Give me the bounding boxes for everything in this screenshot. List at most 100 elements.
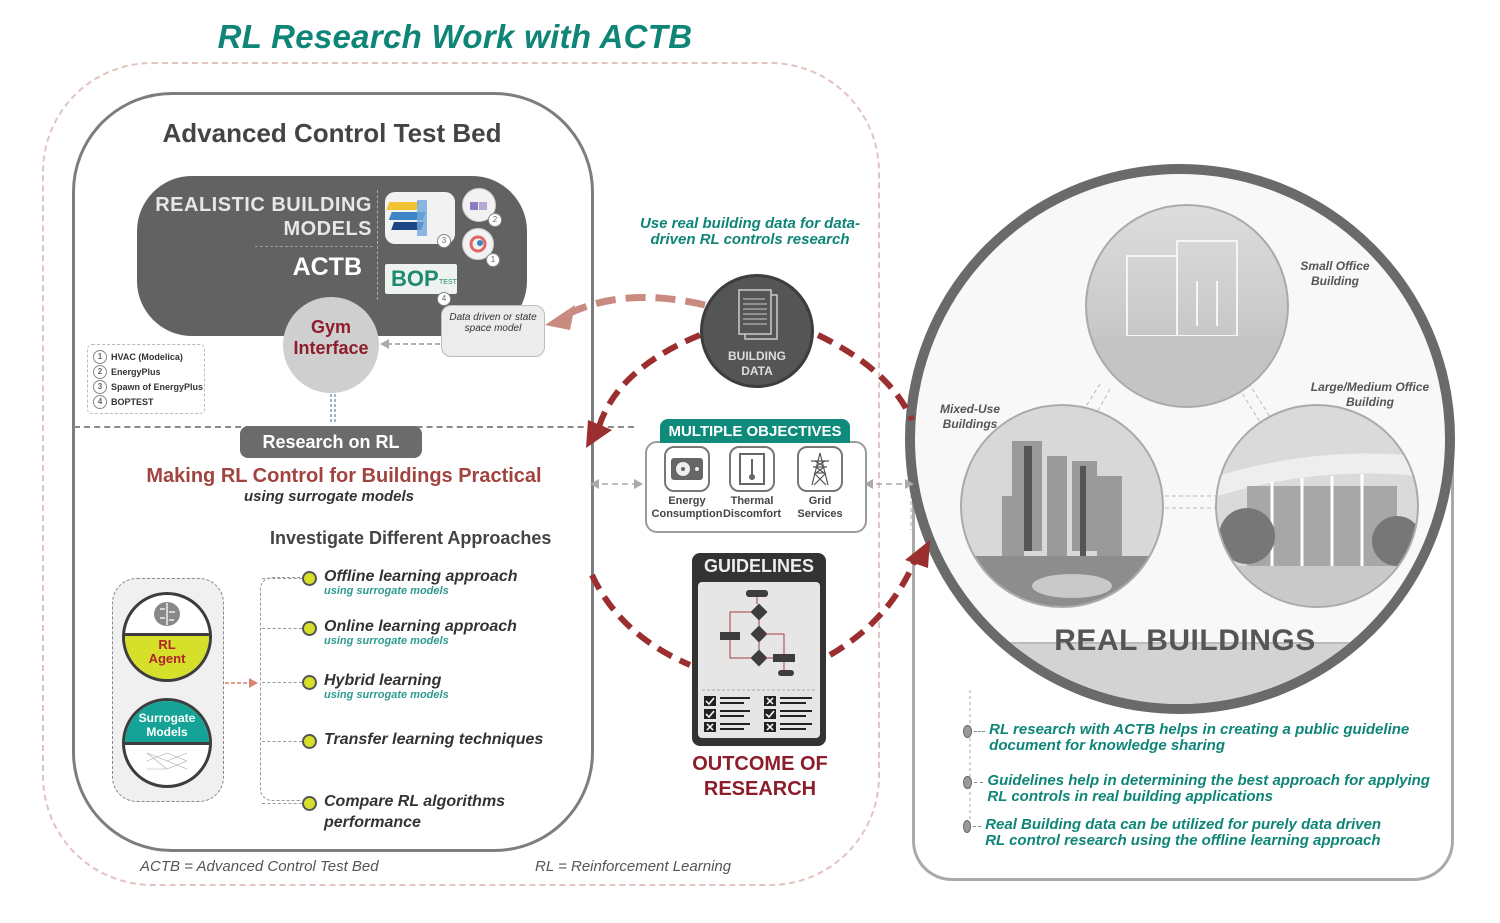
rl-agent-label-line2: Agent	[148, 651, 186, 666]
research-on-rl-badge: Research on RL	[240, 426, 422, 458]
surrogate-label-line2: Models	[146, 725, 188, 739]
approach-item: Compare RL algorithms performance	[262, 793, 505, 832]
small-office-caption: Small Office Building	[1285, 259, 1385, 289]
real-buildings-circle: REAL BUILDINGS Small Office Building Mix…	[905, 164, 1455, 714]
model-to-gym-arrow	[380, 339, 440, 349]
modelica-logo-icon	[469, 235, 487, 253]
making-rl-subheading: using surrogate models	[243, 488, 415, 505]
models-vertical-divider	[377, 190, 378, 300]
caption-line2: Building	[1346, 395, 1394, 409]
real-buildings-band	[915, 644, 1445, 704]
diagram-title: RL Research Work with ACTB	[217, 18, 693, 55]
objective-thermal: Thermal Discomfort	[716, 446, 788, 521]
legend-item: 1 HVAC (Modelica)	[93, 349, 204, 364]
note-bullet	[963, 820, 971, 833]
outcome-line1: OUTCOME OF	[692, 753, 828, 775]
note-text: Real Building data can be utilized for p…	[985, 816, 1382, 849]
real-buildings-label: REAL BUILDINGS	[1054, 624, 1316, 657]
legend-label: BOPTEST	[111, 396, 154, 407]
legend-number: 4	[93, 394, 107, 409]
caption-line2: Buildings	[942, 417, 998, 431]
data-to-research-arrowhead	[586, 420, 612, 448]
gym-research-arrow	[330, 394, 336, 424]
note-item: Real Building data can be utilized for p…	[963, 817, 1403, 849]
legend-label: Spawn of EnergyPlus	[111, 381, 204, 392]
caption-line1: Small Office	[1300, 259, 1370, 273]
large-office-caption: Large/Medium Office Building	[1295, 380, 1445, 410]
approach-item: Transfer learning techniques	[262, 731, 543, 749]
approach-title-line2: performance	[324, 814, 421, 831]
approach-title: Compare RL algorithms	[324, 793, 506, 810]
use-real-data-caption: Use real building data for data-driven R…	[639, 215, 861, 248]
thermometer-icon	[729, 446, 775, 492]
small-office-building-image	[1085, 204, 1289, 408]
making-rl-practical-heading: Making RL Control for Buildings Practica…	[146, 465, 542, 487]
boptest-logo-text: BOP	[391, 266, 439, 291]
energyplus-logo-icon	[470, 202, 487, 210]
approach-bullet	[302, 675, 317, 690]
document-icon	[738, 289, 778, 340]
note-text: RL research with ACTB helps in creating …	[989, 721, 1410, 754]
approach-bullet	[302, 796, 317, 811]
objective-label-line2: Consumption	[651, 508, 723, 520]
outcome-of-research-label: OUTCOME OF RESEARCH	[660, 752, 860, 802]
investigate-approaches-heading: Investigate Different Approaches	[270, 528, 552, 548]
multiple-objectives-tab: MULTIPLE OBJECTIVES	[660, 419, 850, 443]
note-text: Guidelines help in determining the best …	[987, 772, 1430, 805]
legend-number: 3	[93, 379, 107, 394]
caption-line1: Mixed-Use	[939, 402, 1001, 416]
boptest-logo: BOP TEST	[385, 264, 457, 294]
guidelines-to-buildings-arrowhead	[905, 540, 930, 568]
surrogate-models-circle: Surrogate Models	[122, 698, 212, 788]
data-to-buildings-arrow	[816, 332, 915, 422]
legend-item: 4 BOPTEST	[93, 394, 204, 409]
logo-number-2: 2	[488, 213, 502, 227]
approach-bullet	[302, 734, 317, 749]
guidelines-title: GUIDELINES	[703, 556, 814, 576]
objective-energy: Energy Consumption	[651, 446, 723, 521]
mixed-use-building-image	[960, 404, 1164, 608]
surrogate-label-line1: Surrogate	[138, 711, 196, 725]
objective-label-line2: Discomfort	[722, 508, 782, 520]
agent-to-approaches-arrow	[225, 678, 258, 688]
logo-number-3: 3	[437, 234, 451, 248]
approach-title: Hybrid learning	[324, 672, 442, 689]
notes-connector	[969, 690, 971, 830]
building-data-line1: BUILDING	[728, 349, 786, 363]
objective-label-line1: Thermal	[730, 495, 774, 507]
note-item: Guidelines help in determining the best …	[963, 773, 1433, 805]
models-divider	[255, 246, 373, 247]
approaches-bracket	[260, 577, 301, 801]
legend-item: 3 Spawn of EnergyPlus	[93, 379, 204, 394]
approach-title: Offline learning approach	[324, 568, 518, 585]
outcome-line2: RESEARCH	[703, 778, 817, 800]
actb-definition: ACTB = Advanced Control Test Bed	[140, 858, 379, 875]
approach-subtitle: using surrogate models	[324, 585, 449, 597]
actb-label: ACTB	[292, 253, 362, 281]
band-divider	[915, 642, 1445, 644]
objective-label-line1: Grid	[808, 495, 832, 507]
data-to-model-arrowhead	[545, 305, 575, 330]
rl-definition: RL = Reinforcement Learning	[535, 858, 732, 875]
outer-dashed-frame	[42, 62, 880, 886]
gym-interface-node: Gym Interface	[283, 297, 379, 393]
building-data-label: BUILDING DATA	[700, 349, 814, 379]
flowchart-icon	[702, 590, 816, 732]
note-item: RL research with ACTB helps in creating …	[963, 722, 1433, 754]
objective-grid: Grid Services	[784, 446, 856, 521]
building-data-node	[700, 274, 814, 388]
spawn-logo-icon	[386, 200, 427, 236]
rl-agent-label-line1: RL	[158, 637, 176, 652]
approach-bullet	[302, 621, 317, 636]
data-driven-model-node: Data driven or state space model	[441, 305, 545, 357]
guidelines-to-buildings-arrow	[828, 558, 918, 658]
models-label-line2: MODELS	[283, 218, 372, 240]
legend-number: 1	[93, 349, 107, 364]
legend-label: HVAC (Modelica)	[111, 351, 183, 362]
note-bullet	[963, 725, 973, 738]
